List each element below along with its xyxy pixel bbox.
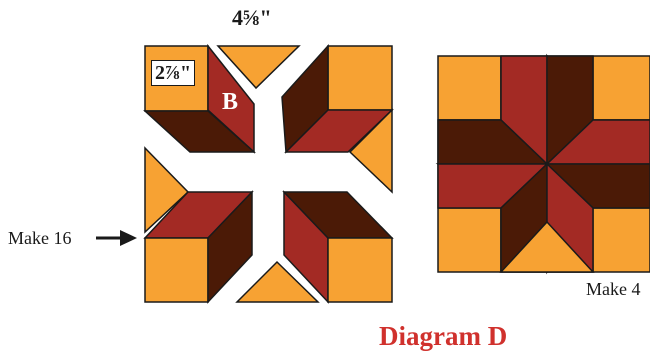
side-triangle	[348, 108, 393, 194]
unit-bottom-left	[143, 146, 254, 304]
side-triangle	[499, 220, 595, 273]
diamond-dark	[143, 110, 256, 153]
side-triangle	[144, 146, 190, 234]
unit-top-left	[143, 43, 301, 154]
make-4-label: Make 4	[586, 279, 641, 299]
diagram-title: Diagram D	[379, 321, 508, 351]
corner-square	[327, 45, 393, 111]
corner-square	[327, 237, 393, 303]
unit-top-right	[281, 44, 394, 194]
diamond-dark	[207, 190, 253, 304]
make-16-arrow	[96, 230, 137, 246]
square-size-label: 2⅞"	[151, 60, 196, 86]
patch-b-label: B	[222, 89, 239, 115]
side-triangle	[235, 260, 320, 303]
make-16-label: Make 16	[8, 228, 72, 248]
corner-square	[144, 237, 209, 303]
completed-star-block	[435, 53, 650, 275]
diamond-light	[284, 109, 394, 153]
side-triangle	[216, 45, 301, 90]
unit-bottom-right	[235, 190, 394, 304]
finished-size-label: 4⅝"	[232, 5, 272, 30]
exploded-block-assembly	[96, 43, 394, 304]
